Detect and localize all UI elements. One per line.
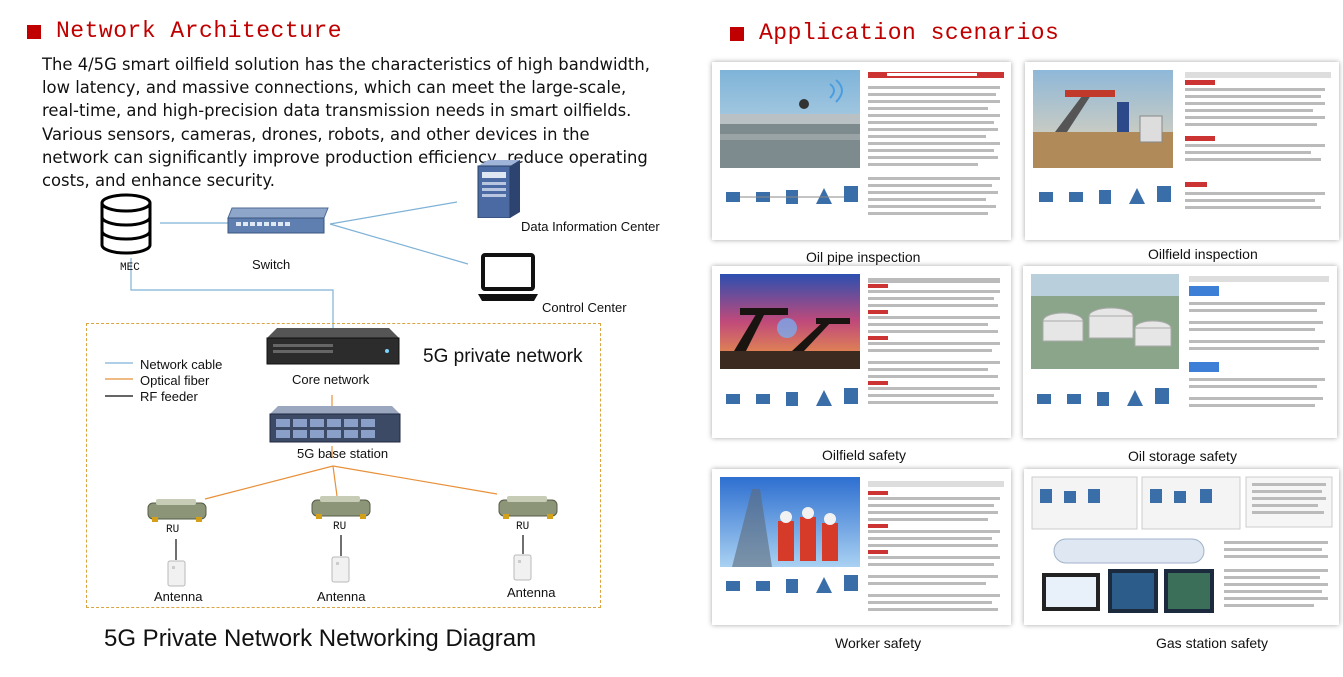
diagram-title: 5G Private Network Networking Diagram (104, 625, 537, 652)
intro-line: network can significantly improve produc… (42, 147, 648, 167)
intro-line: The 4/5G smart oilfield solution has the… (42, 55, 650, 74)
antenna-label: Antenna (507, 585, 556, 600)
cable-mec-core (130, 258, 334, 328)
core-network-label: Core network (292, 372, 370, 387)
scenario-caption: Oil storage safety (1128, 448, 1237, 464)
network-architecture-title: Network Architecture (56, 18, 343, 44)
fiber-to-ru-3 (332, 465, 498, 495)
scenario-caption: Oil pipe inspection (806, 249, 921, 265)
private-network-boundary (86, 323, 601, 608)
switch-label: Switch (252, 257, 291, 272)
scenario-card-oil-storage-safety[interactable] (1023, 266, 1337, 438)
ru-label: RU (166, 524, 180, 536)
scenario-caption: Gas station safety (1156, 635, 1269, 651)
antenna-label: Antenna (317, 589, 366, 604)
private-network-label: 5G private network (423, 346, 583, 367)
pipeline-drone-photo (720, 70, 1004, 215)
pumpjack-sunset-photo (720, 274, 1000, 406)
scenario-caption: Oilfield inspection (1148, 246, 1258, 262)
antenna-icon (167, 560, 186, 587)
intro-line: Various sensors, cameras, drones, robots… (42, 124, 590, 144)
scenario-card-gas-station-safety[interactable] (1024, 469, 1339, 625)
ru-device-icon (498, 496, 558, 519)
laptop-icon (478, 253, 538, 301)
storage-tanks-photo (1031, 274, 1329, 407)
network-links (105, 201, 524, 560)
application-scenarios-title: Application scenarios (759, 20, 1060, 46)
mec-database-icon (100, 193, 152, 255)
ru-label: RU (516, 521, 530, 533)
antenna-label: Antenna (154, 589, 203, 604)
antenna-icon (331, 556, 350, 583)
ru-label: RU (333, 521, 347, 533)
antenna-icon (513, 554, 532, 581)
switch-icon (227, 207, 329, 234)
legend-optical-fiber: Optical fiber (140, 373, 210, 388)
legend-network-cable: Network cable (140, 357, 223, 372)
ru-device-icon (311, 496, 371, 519)
fiber-to-ru-1 (204, 465, 334, 500)
scenario-card-worker-safety[interactable] (712, 469, 1011, 625)
scenario-card-oil-pipe-inspection[interactable] (712, 62, 1011, 240)
scenario-caption: Oilfield safety (822, 447, 907, 463)
pumpjack-robot-photo (1033, 70, 1331, 209)
ru-device-icon (147, 499, 207, 522)
intro-line: costs, and enhance security. (42, 171, 275, 191)
legend-rf-feeder: RF feeder (140, 389, 198, 404)
control-center-label: Control Center (542, 300, 627, 315)
scenario-card-oilfield-safety[interactable] (712, 266, 1011, 438)
cable-switch-control (329, 223, 469, 265)
section-bullet (27, 25, 41, 39)
scenario-card-oilfield-inspection[interactable] (1025, 62, 1339, 240)
mec-label: MEC (120, 262, 140, 274)
cable-switch-datacenter (329, 201, 458, 225)
base-station-icon (269, 406, 401, 443)
data-center-label: Data Information Center (521, 219, 660, 234)
oil-workers-photo (720, 477, 1004, 611)
fiber-to-ru-2 (332, 465, 338, 497)
core-network-icon (266, 328, 400, 365)
base-station-label: 5G base station (297, 446, 389, 461)
section-bullet (730, 27, 744, 41)
intro-paragraph: The 4/5G smart oilfield solution has the… (42, 53, 650, 192)
server-icon (477, 160, 520, 218)
control-platform-photo (1031, 476, 1333, 613)
intro-line: low latency, and massive connections, wh… (42, 78, 627, 98)
intro-line: real-time, and high-precision data trans… (42, 101, 632, 121)
scenario-caption: Worker safety (835, 635, 922, 651)
